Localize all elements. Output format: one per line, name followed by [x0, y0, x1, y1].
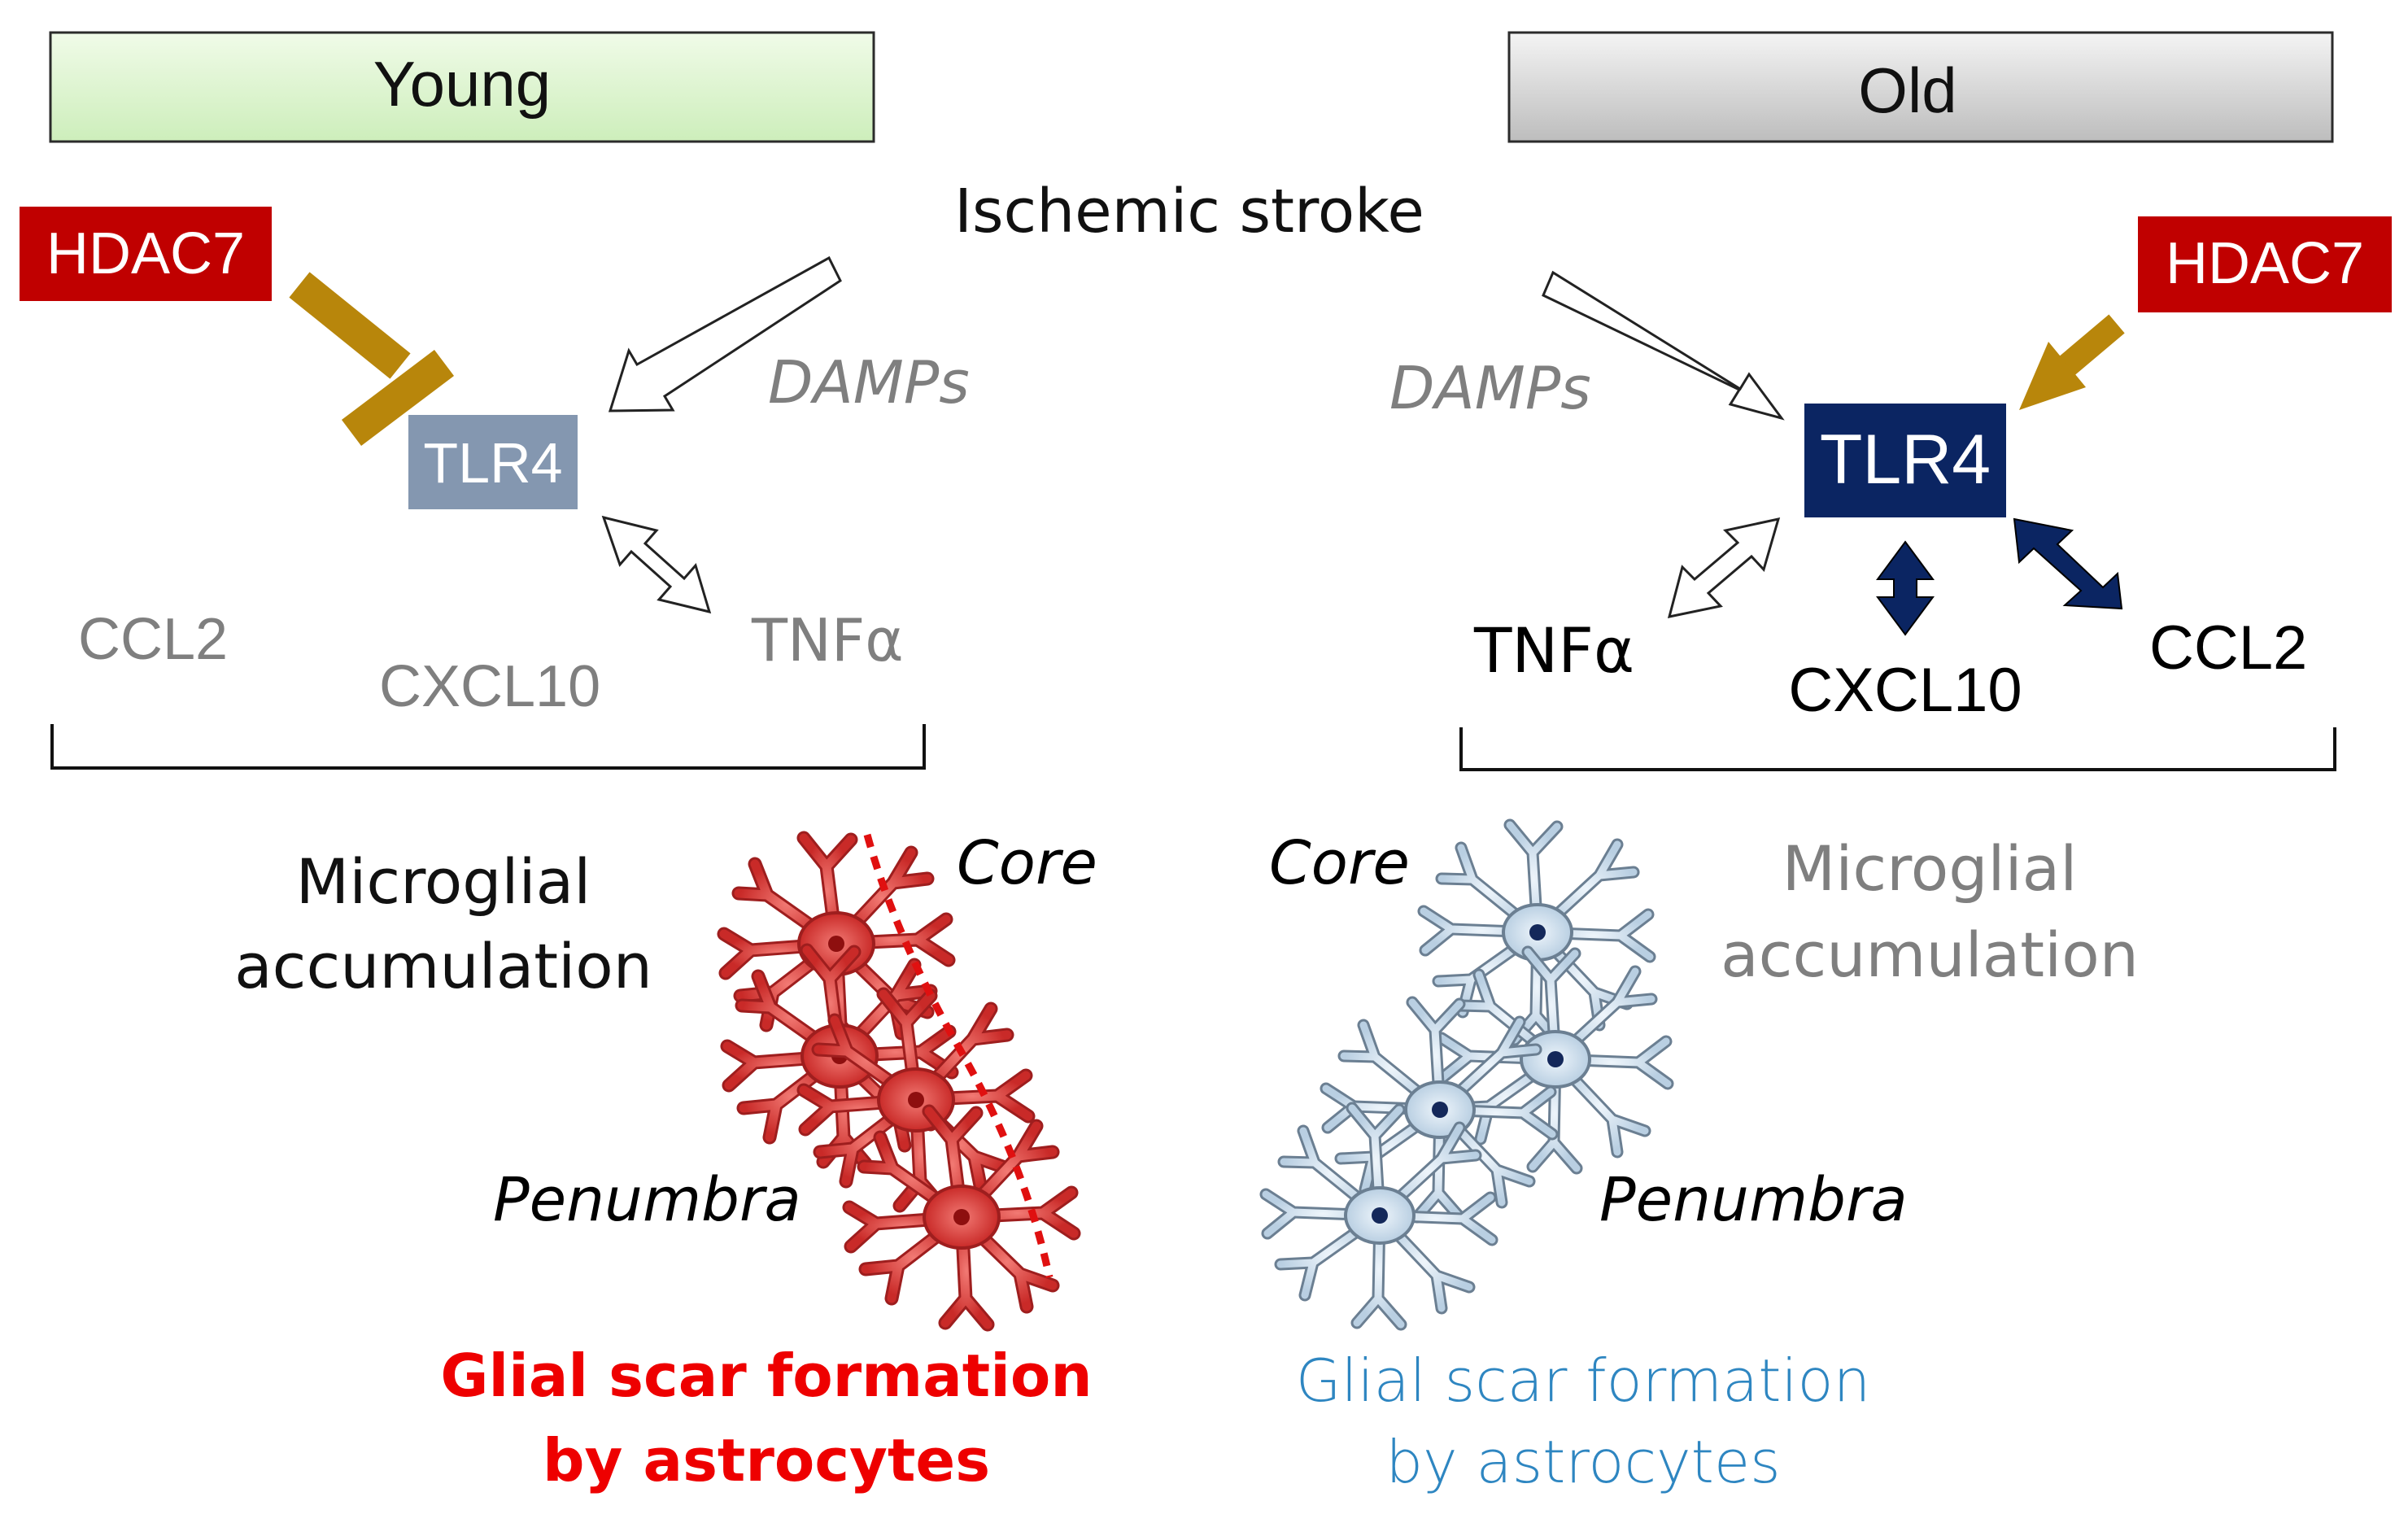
stimulus-label: Ischemic stroke: [954, 177, 1424, 247]
young-damps-arrow-icon: [608, 255, 842, 412]
old-hdac7-label: HDAC7: [2166, 231, 2364, 296]
young-penumbra-label: Penumbra: [493, 1165, 801, 1235]
old-tlr4-cxcl10-arrow-icon: [1876, 540, 1935, 636]
old-tlr4-tnfa-arrow-icon: [1667, 517, 1781, 618]
young-tlr4-box: [408, 415, 578, 509]
old-cxcl10-label: CXCL10: [1788, 656, 2022, 725]
young-damps-label: DAMPs: [768, 348, 970, 417]
resting-astrocytes-blue: [1266, 825, 1668, 1324]
inhibition-bar-icon: [289, 272, 455, 446]
old-tlr4-label: TLR4: [1820, 421, 1991, 499]
old-damps-arrow-icon: [1542, 270, 1785, 421]
old-damps-label: DAMPs: [1389, 354, 1591, 422]
old-scar-line1: Glial scar formation: [1296, 1346, 1870, 1415]
old-tlr4-ccl2-arrow-icon: [2013, 517, 2123, 610]
young-tlr4-tnfa-arrow-icon: [601, 515, 712, 614]
old-tlr4-box: [1804, 404, 2006, 517]
old-microglial-line1: Microglial: [1782, 832, 2078, 905]
young-tnfa-label: TNFα: [751, 606, 904, 674]
young-core-label: Core: [957, 828, 1097, 898]
old-scar-line2: by astrocytes: [1385, 1428, 1780, 1496]
young-header-box: [49, 31, 875, 143]
old-core-label: Core: [1269, 828, 1410, 898]
young-cxcl10-label: CXCL10: [379, 654, 600, 719]
young-microglial-line2: accumulation: [234, 930, 652, 1002]
glial-scar-border-line: [863, 833, 1054, 1278]
young-hdac7-box: [20, 207, 272, 301]
old-header-label: Old: [1858, 55, 1956, 126]
young-cytokine-bracket: [50, 724, 926, 770]
old-hdac7-activation-arrow-icon: [2019, 314, 2125, 410]
old-tnfa-label: TNFα: [1473, 614, 1634, 687]
old-hdac7-box: [2138, 216, 2392, 312]
old-penumbra-label: Penumbra: [1599, 1165, 1908, 1235]
old-cytokine-bracket: [1459, 727, 2336, 771]
young-header-label: Young: [373, 48, 551, 120]
young-scar-line1: Glial scar formation: [440, 1342, 1092, 1410]
old-ccl2-label: CCL2: [2149, 613, 2307, 683]
old-header-box: [1507, 31, 2334, 143]
young-scar-line2: by astrocytes: [543, 1426, 990, 1495]
old-microglial-line2: accumulation: [1721, 919, 2139, 991]
young-tlr4-label: TLR4: [423, 431, 562, 495]
young-ccl2-label: CCL2: [78, 607, 228, 672]
young-microglial-line1: Microglial: [296, 845, 591, 918]
young-hdac7-label: HDAC7: [46, 221, 245, 286]
reactive-astrocytes-red: [724, 838, 1074, 1324]
